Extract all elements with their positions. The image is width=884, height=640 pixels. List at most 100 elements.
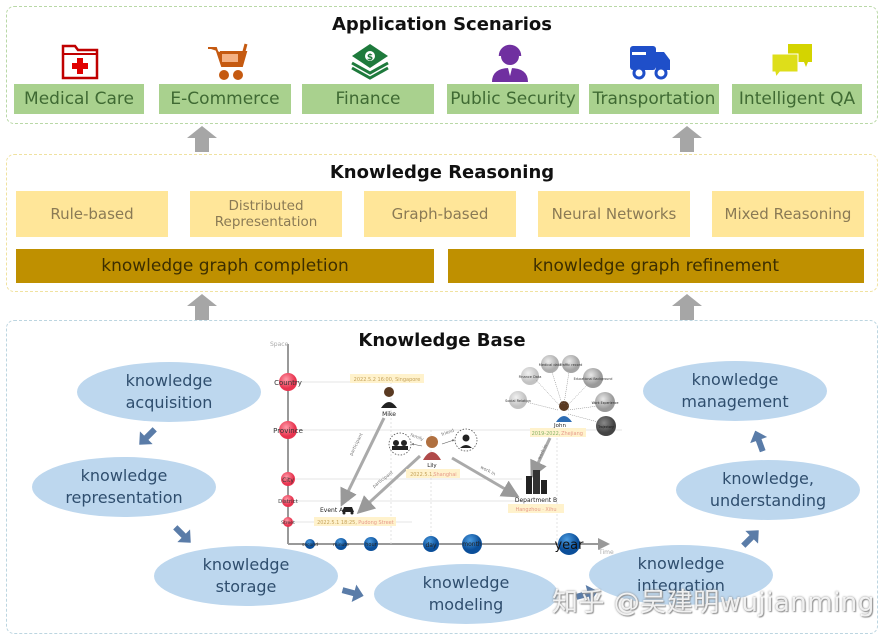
space-ball-province (279, 421, 297, 439)
space-level-label: City (282, 477, 294, 484)
stage-line1: knowledge, (722, 469, 814, 489)
stage-line2: modeling (428, 595, 504, 614)
knowledge-base-title: Knowledge Base (358, 330, 526, 351)
relation-label: participant (348, 432, 364, 457)
time-level-label: hour (365, 542, 377, 548)
attribute-node (509, 391, 527, 409)
stage-line1: knowledge (80, 466, 168, 486)
stage-knowledge-representation: knowledge representation (32, 457, 216, 517)
stage-line1: knowledge (125, 371, 213, 391)
attribute-label: Educational Background (574, 377, 613, 381)
stage-knowledge-management: knowledge management (643, 361, 827, 421)
entity-mike: Mike 2022.5.2 16:00, Singapore (350, 374, 424, 418)
entity-john: John 2019-2022, Zhejiang (530, 401, 586, 437)
scenario-intelligent-qa: Intelligent QA (732, 84, 862, 114)
relation-participant-lily (356, 454, 422, 515)
entity-name: Mike (382, 411, 396, 418)
attribute-label: Medical data (539, 363, 561, 367)
time-ball-minute (335, 538, 347, 550)
entity-tag-place: Shanghai (433, 472, 456, 478)
up-arrow-icon (672, 126, 702, 152)
stage-knowledge-integration: knowledge integration (589, 545, 773, 605)
entity-name: Lily (427, 463, 437, 469)
scenario-finance: Finance (302, 84, 434, 114)
time-level-label: second (302, 542, 318, 548)
attribute-label: Trajectory (597, 425, 614, 429)
space-level-label: District (278, 499, 299, 505)
relation-participant-mike (340, 417, 386, 507)
attribute-node (562, 355, 580, 373)
method-label-line1: Distributed (228, 197, 304, 214)
time-ball-second (305, 539, 315, 549)
attribute-node (521, 367, 539, 385)
flow-arrow-icon (575, 585, 598, 603)
entity-event-a: Event A 2022.5.1 18:25, Pudong Street (314, 507, 396, 526)
space-level-label: Province (273, 427, 303, 435)
entity-tag-place: Pudong Street (358, 520, 393, 526)
entity-tag: 2022.5.2 16:00, Singapore (354, 377, 421, 383)
medical-folder-icon (61, 44, 99, 80)
space-level-label: Street (281, 520, 295, 526)
space-ball-city (281, 472, 295, 486)
space-ball-street (283, 517, 293, 527)
relation-label: family (409, 432, 424, 443)
up-arrow-icon (187, 294, 217, 320)
flow-arrow-icon (741, 530, 759, 548)
family-node (388, 432, 412, 456)
stage-knowledge-storage: knowledge storage (154, 546, 338, 606)
attribute-node (583, 368, 603, 388)
entity-tag-date: 2022.5.1, (410, 472, 434, 478)
stage-line2: integration (637, 576, 725, 595)
entity-tag-date: 2019-2022, (532, 431, 561, 437)
stage-knowledge-understanding: knowledge, understanding (676, 460, 860, 520)
entity-department-b: Department B Hangzhou · Xihu (508, 470, 564, 513)
attribute-label: Social Relation (505, 399, 531, 403)
time-level-label: day (425, 542, 436, 549)
entity-name: Event A (320, 507, 344, 514)
spacetime-knowledge-graph: Space Time Country Province City Distric… (270, 341, 622, 556)
attribute-label: Traffic record (559, 363, 583, 367)
flow-arrow-icon (341, 584, 364, 602)
knowledge-reasoning-title: Knowledge Reasoning (329, 162, 555, 183)
knowledge-reasoning-panel (6, 154, 878, 292)
scenario-e-commerce: E-Commerce (159, 84, 291, 114)
entity-tag: Hangzhou · Xihu (515, 507, 556, 513)
method-rule-based: Rule-based (16, 191, 168, 237)
stage-knowledge-modeling: knowledge modeling (374, 564, 558, 624)
time-level-label: minute (333, 542, 349, 548)
stage-line1: knowledge (637, 554, 725, 574)
entity-tag-place: Zhejiang (561, 431, 583, 437)
scenario-transportation: Transportation (589, 84, 719, 114)
time-level-label: month (462, 541, 482, 548)
delivery-truck-icon (630, 46, 670, 80)
stage-line2: understanding (709, 491, 827, 510)
scenario-medical-care: Medical Care (14, 84, 144, 114)
flow-arrow-icon (750, 430, 768, 453)
space-ball-district (282, 495, 294, 507)
attribute-node (595, 392, 615, 412)
space-level-label: Country (274, 379, 302, 387)
stage-line2: acquisition (125, 393, 213, 412)
entity-name: Department B (515, 497, 557, 504)
time-ball-year (558, 533, 580, 555)
up-arrow-icon (672, 294, 702, 320)
scenario-public-security: Public Security (447, 84, 579, 114)
method-distributed-representation: Distributed Representation (190, 191, 342, 237)
entity-lily: Lily 2022.5.1, Shanghai (406, 436, 460, 478)
flow-arrow-icon (173, 525, 191, 543)
space-axis-label: Space (270, 341, 289, 348)
stage-line1: knowledge (691, 370, 779, 390)
kg-refinement-bar: knowledge graph refinement (448, 249, 864, 283)
attribute-node (541, 355, 559, 373)
stage-knowledge-acquisition: knowledge acquisition (77, 362, 261, 422)
method-mixed-reasoning: Mixed Reasoning (712, 191, 864, 237)
relation-work-in-john (530, 437, 552, 479)
stage-line2: storage (215, 577, 277, 596)
method-neural-networks: Neural Networks (538, 191, 690, 237)
application-scenarios-panel (6, 6, 878, 124)
attribute-label: Finance Data (519, 375, 542, 379)
svg-text:$: $ (367, 53, 373, 63)
entity-tag-date: 2022.5.1 18:25, (317, 520, 357, 526)
time-ball-hour (364, 537, 378, 551)
relation-work-in-lily (451, 456, 520, 498)
